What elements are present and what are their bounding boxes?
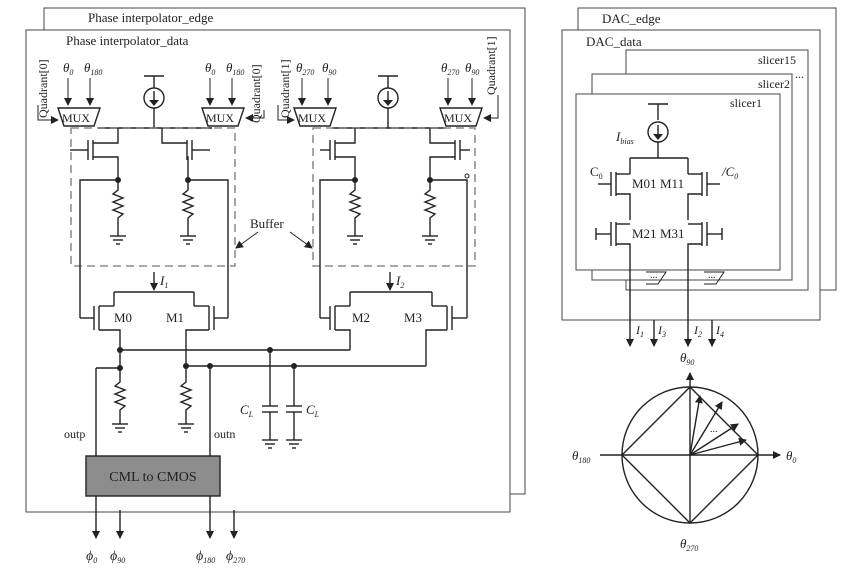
m31-label: M31: [660, 226, 685, 241]
cml-to-cmos-label: CML to CMOS: [109, 470, 196, 485]
mux-2: MUX: [201, 107, 245, 127]
cl-left-label: CL: [240, 402, 254, 419]
dac-data-title: DAC_data: [586, 34, 642, 49]
dac-i4: I4: [715, 323, 724, 339]
mux-4: MUX: [439, 107, 483, 127]
theta-270-left: θ270: [296, 60, 314, 77]
m21-label: M21: [632, 226, 657, 241]
m0-label: M0: [114, 310, 132, 325]
svg-text:MUX: MUX: [206, 111, 234, 125]
slicer15-label: slicer15: [758, 53, 796, 67]
slicer1-frame: slicer1: [575, 93, 781, 271]
phasor-theta-270: θ270: [680, 536, 698, 553]
outp-label: outp: [64, 427, 85, 441]
theta-90-right: θ90: [465, 60, 479, 77]
mux-1: MUX: [57, 107, 101, 127]
phasor-theta-90: θ90: [680, 350, 694, 367]
slicer1-circuit: Ibias C0 M01 /C0 M11 M21 M31: [590, 103, 738, 300]
outn-label: outn: [214, 427, 235, 441]
theta-270-right: θ270: [441, 60, 459, 77]
m2-label: M2: [352, 310, 370, 325]
dac-i1: I1: [635, 323, 644, 339]
buffer-box-right: [312, 127, 476, 267]
theta-0-right: θ0: [205, 60, 215, 77]
phasor-theta-180: θ180: [572, 448, 590, 465]
svg-text:I1: I1: [159, 273, 168, 290]
quadrant0-right-label: Quadrant[0]: [249, 64, 263, 123]
mux-input-arrows: [37, 78, 499, 124]
phasor-theta-0: θ0: [786, 448, 796, 465]
cl-right-label: CL: [306, 402, 320, 419]
svg-text:...: ...: [650, 270, 658, 281]
buffer-label-group: Buffer: [235, 216, 313, 249]
m11-label: M11: [660, 176, 684, 191]
pi-theta-inputs: θ0 θ180 θ0 θ180 θ270 θ90 θ270 θ90: [63, 60, 479, 77]
quadrant1-left-label: Quadrant[1]: [278, 59, 292, 118]
dac-edge-title: DAC_edge: [602, 11, 661, 26]
phi-180-label: ϕ180: [196, 549, 215, 565]
phasor-diagram: ... θ90 θ0 θ180 θ270: [572, 350, 796, 553]
svg-text:MUX: MUX: [444, 111, 472, 125]
buffer-label: Buffer: [250, 216, 284, 231]
svg-text:MUX: MUX: [62, 111, 90, 125]
theta-90-left: θ90: [322, 60, 336, 77]
mux-blocks: MUX MUX MUX MUX: [57, 107, 483, 127]
dac-i2: I2: [693, 323, 702, 339]
quadrant1-right-label: Quadrant[1]: [484, 36, 498, 95]
cml-to-cmos-block: CML to CMOS: [85, 455, 221, 497]
svg-text:...: ...: [708, 270, 716, 281]
phi-0-label: ϕ0: [86, 549, 97, 565]
pi-edge-title: Phase interpolator_edge: [88, 10, 213, 25]
pi-data-title: Phase interpolator_data: [66, 33, 189, 48]
theta-180-right: θ180: [226, 60, 244, 77]
pi-current-source-right: [332, 75, 446, 129]
theta-180-left: θ180: [84, 60, 102, 77]
buffer-left-circuit: [70, 128, 229, 318]
c0bar-label: /C0: [721, 164, 738, 181]
diff-pair-left: I1 M0 M1: [80, 272, 228, 366]
quadrant0-left-label: Quadrant[0]: [36, 59, 50, 118]
phase-interpolator-data-frame: Phase interpolator_data: [25, 29, 511, 513]
buffer-right-circuit: [319, 128, 470, 318]
dac-i3: I3: [657, 323, 666, 339]
diff-pair-right: I2 M2 M3: [320, 272, 467, 366]
phi-270-label: ϕ270: [226, 549, 245, 565]
slicer1-label: slicer1: [730, 96, 762, 110]
slicer-stack-dots: ...: [795, 67, 804, 81]
buffer-box-left: [70, 127, 236, 267]
phasor-dots: ...: [710, 424, 718, 435]
output-network: CL CL outp outn: [64, 347, 426, 460]
m01-label: M01: [632, 176, 657, 191]
m3-label: M3: [404, 310, 422, 325]
c0-label: C0: [590, 164, 603, 181]
svg-text:MUX: MUX: [298, 111, 326, 125]
ibias-label: Ibias: [615, 129, 634, 146]
phi-90-label: ϕ90: [110, 549, 125, 565]
mux-3: MUX: [293, 107, 337, 127]
theta-0-left: θ0: [63, 60, 73, 77]
phi-outputs: ϕ0 ϕ90 ϕ180 ϕ270: [86, 496, 245, 565]
svg-text:I2: I2: [395, 273, 404, 290]
slicer2-label: slicer2: [758, 77, 790, 91]
dac-current-outputs: I1 I3 I2 I4: [626, 300, 724, 347]
m1-label: M1: [166, 310, 184, 325]
